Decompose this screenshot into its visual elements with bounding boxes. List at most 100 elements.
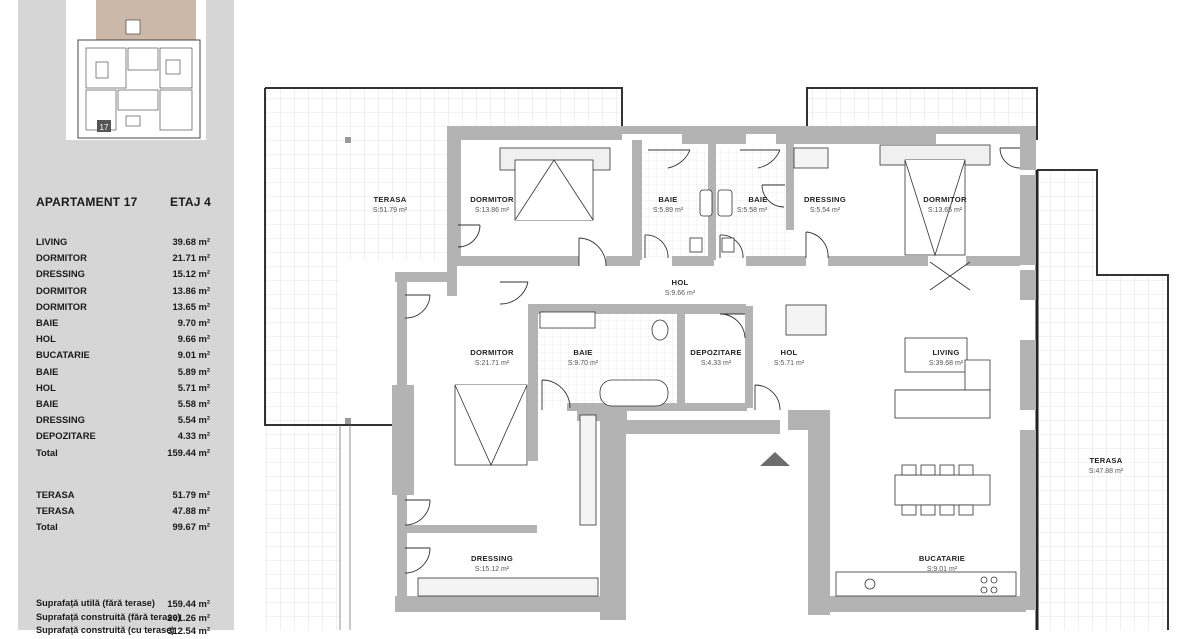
rooms-total-row-value: 159.44 m² (167, 446, 210, 458)
room-row: DRESSING 15.12 m² (36, 268, 210, 282)
room-row: DEPOZITARE 4.33 m² (36, 430, 210, 444)
surface-row-value: 159.44 m² (167, 598, 210, 609)
room-label: DORMITOR (470, 195, 514, 204)
terrace-row-value: 51.79 m² (172, 489, 210, 500)
rooms-total-row-label: Total (36, 446, 58, 458)
room-row-label: BAIE (36, 317, 59, 328)
room-label: TERASA (1089, 456, 1123, 465)
room-row: HOL 9.66 m² (36, 333, 210, 347)
room-area: S:4.33 m² (700, 360, 732, 367)
apartment-title: APARTAMENT 17 (36, 195, 138, 209)
room-area: S:39.68 m² (928, 360, 964, 367)
room-row-label: DEPOZITARE (36, 430, 96, 442)
room-row-label: DORMITOR (36, 252, 87, 264)
room-label: DORMITOR (470, 348, 514, 357)
room-row-label: DORMITOR (36, 284, 87, 296)
surface-row: Suprafață construită (fără terase)201.26… (36, 611, 210, 626)
surface-row: Suprafață construită (cu terase)312.54 m… (36, 625, 210, 639)
room-label: TERASA (373, 195, 407, 204)
surface-row-value: 312.54 m² (167, 625, 210, 636)
terrace-left (264, 87, 623, 630)
room-row-label: DRESSING (36, 414, 85, 426)
room-area: S:5.58 m² (736, 207, 768, 214)
room-area: S:9.70 m² (567, 360, 599, 367)
surface-row: Suprafață utilă (fără terase) 159.44 m² (36, 598, 210, 612)
room-row-value: 39.68 m² (172, 236, 210, 247)
terrace-row-value: 47.88 m² (172, 505, 210, 517)
room-row-value: 5.58 m² (177, 398, 210, 409)
surface-row-label: Suprafață utilă (fără terase) (36, 598, 155, 608)
room-label: LIVING (932, 348, 960, 357)
room-area: S:5.89 m² (652, 207, 684, 214)
surface-row-value: 201.26 m² (167, 611, 210, 623)
room-label: HOL (780, 348, 798, 357)
doors (404, 147, 1021, 574)
room-area: S:13.65 m² (927, 207, 963, 214)
room-row-value: 9.66 m² (177, 333, 210, 345)
key-plan-marker: 17 (100, 123, 109, 132)
surface-row-label: Suprafață construită (fără terase) (36, 611, 181, 622)
room-label: DRESSING (803, 195, 847, 204)
room-row-value: 15.12 m² (172, 268, 210, 280)
room-label: BAIE (748, 195, 768, 204)
room-area: S:51.79 m² (372, 207, 408, 214)
terrace-row: TERASA 47.88 m² (36, 505, 210, 519)
room-area: S:5.54 m² (809, 207, 841, 214)
room-row-label: HOL (36, 333, 56, 345)
room-row: BUCATARIE 9.01 m² (36, 349, 210, 363)
floor-key-plan: 17 (66, 0, 206, 140)
floor-label: ETAJ 4 (170, 195, 211, 209)
room-row: BAIE 5.89 m² (36, 365, 210, 380)
room-area: S:5.71 m² (773, 360, 805, 367)
room-row: LIVING 39.68 m² (36, 236, 210, 250)
terraces-total-row-value: 99.67 m² (172, 521, 210, 533)
room-area: S:9.66 m² (664, 290, 696, 297)
room-label: BAIE (658, 195, 678, 204)
rooms-total-row: Total 159.44 m² (36, 446, 210, 461)
room-row: HOL 5.71 m² (36, 381, 210, 396)
room-label: DORMITOR (923, 195, 967, 204)
interior-floor (400, 140, 1020, 600)
terrace-right (806, 87, 1169, 630)
room-row-value: 9.01 m² (177, 349, 210, 361)
room-area: S:47.88 m² (1088, 468, 1124, 475)
room-row-label: DRESSING (36, 268, 85, 280)
room-row: DRESSING 5.54 m² (36, 414, 210, 428)
room-row-label: HOL (36, 381, 56, 393)
room-row-value: 4.33 m² (177, 430, 210, 442)
room-area: S:13.86 m² (474, 207, 510, 214)
room-label: DEPOZITARE (690, 348, 742, 357)
walls (392, 126, 1036, 620)
entrance-marker (760, 452, 790, 466)
room-row: BAIE 9.70 m² (36, 317, 210, 331)
terraces-total-row-label: Total (36, 521, 58, 533)
room-row-value: 21.71 m² (172, 252, 210, 264)
terrace-row: TERASA 51.79 m² (36, 489, 210, 503)
surface-row-label: Suprafață construită (cu terase) (36, 625, 175, 635)
room-row-label: LIVING (36, 236, 68, 247)
room-row-value: 5.71 m² (177, 381, 210, 393)
room-row-value: 13.86 m² (172, 284, 210, 296)
room-row: DORMITOR 13.86 m² (36, 284, 210, 299)
terrace-row-label: TERASA (36, 489, 75, 500)
room-area: S:15.12 m² (474, 566, 510, 573)
terraces-total-row: Total 99.67 m² (36, 521, 210, 535)
room-label: DRESSING (470, 554, 514, 563)
room-row-value: 13.65 m² (172, 300, 210, 312)
room-row-value: 5.54 m² (177, 414, 210, 426)
room-row-value: 9.70 m² (177, 317, 210, 328)
room-label: BUCATARIE (918, 554, 966, 563)
room-area: S:21.71 m² (474, 360, 510, 367)
key-plan-drawing: 17 (66, 0, 206, 140)
room-label: HOL (671, 278, 689, 287)
room-row-label: BAIE (36, 398, 59, 409)
room-row: DORMITOR 21.71 m² (36, 252, 210, 266)
room-row-label: BUCATARIE (36, 349, 90, 361)
room-row: BAIE 5.58 m² (36, 398, 210, 412)
room-row-label: BAIE (36, 365, 59, 377)
room-row-value: 5.89 m² (177, 365, 210, 377)
terrace-row-label: TERASA (36, 505, 75, 517)
